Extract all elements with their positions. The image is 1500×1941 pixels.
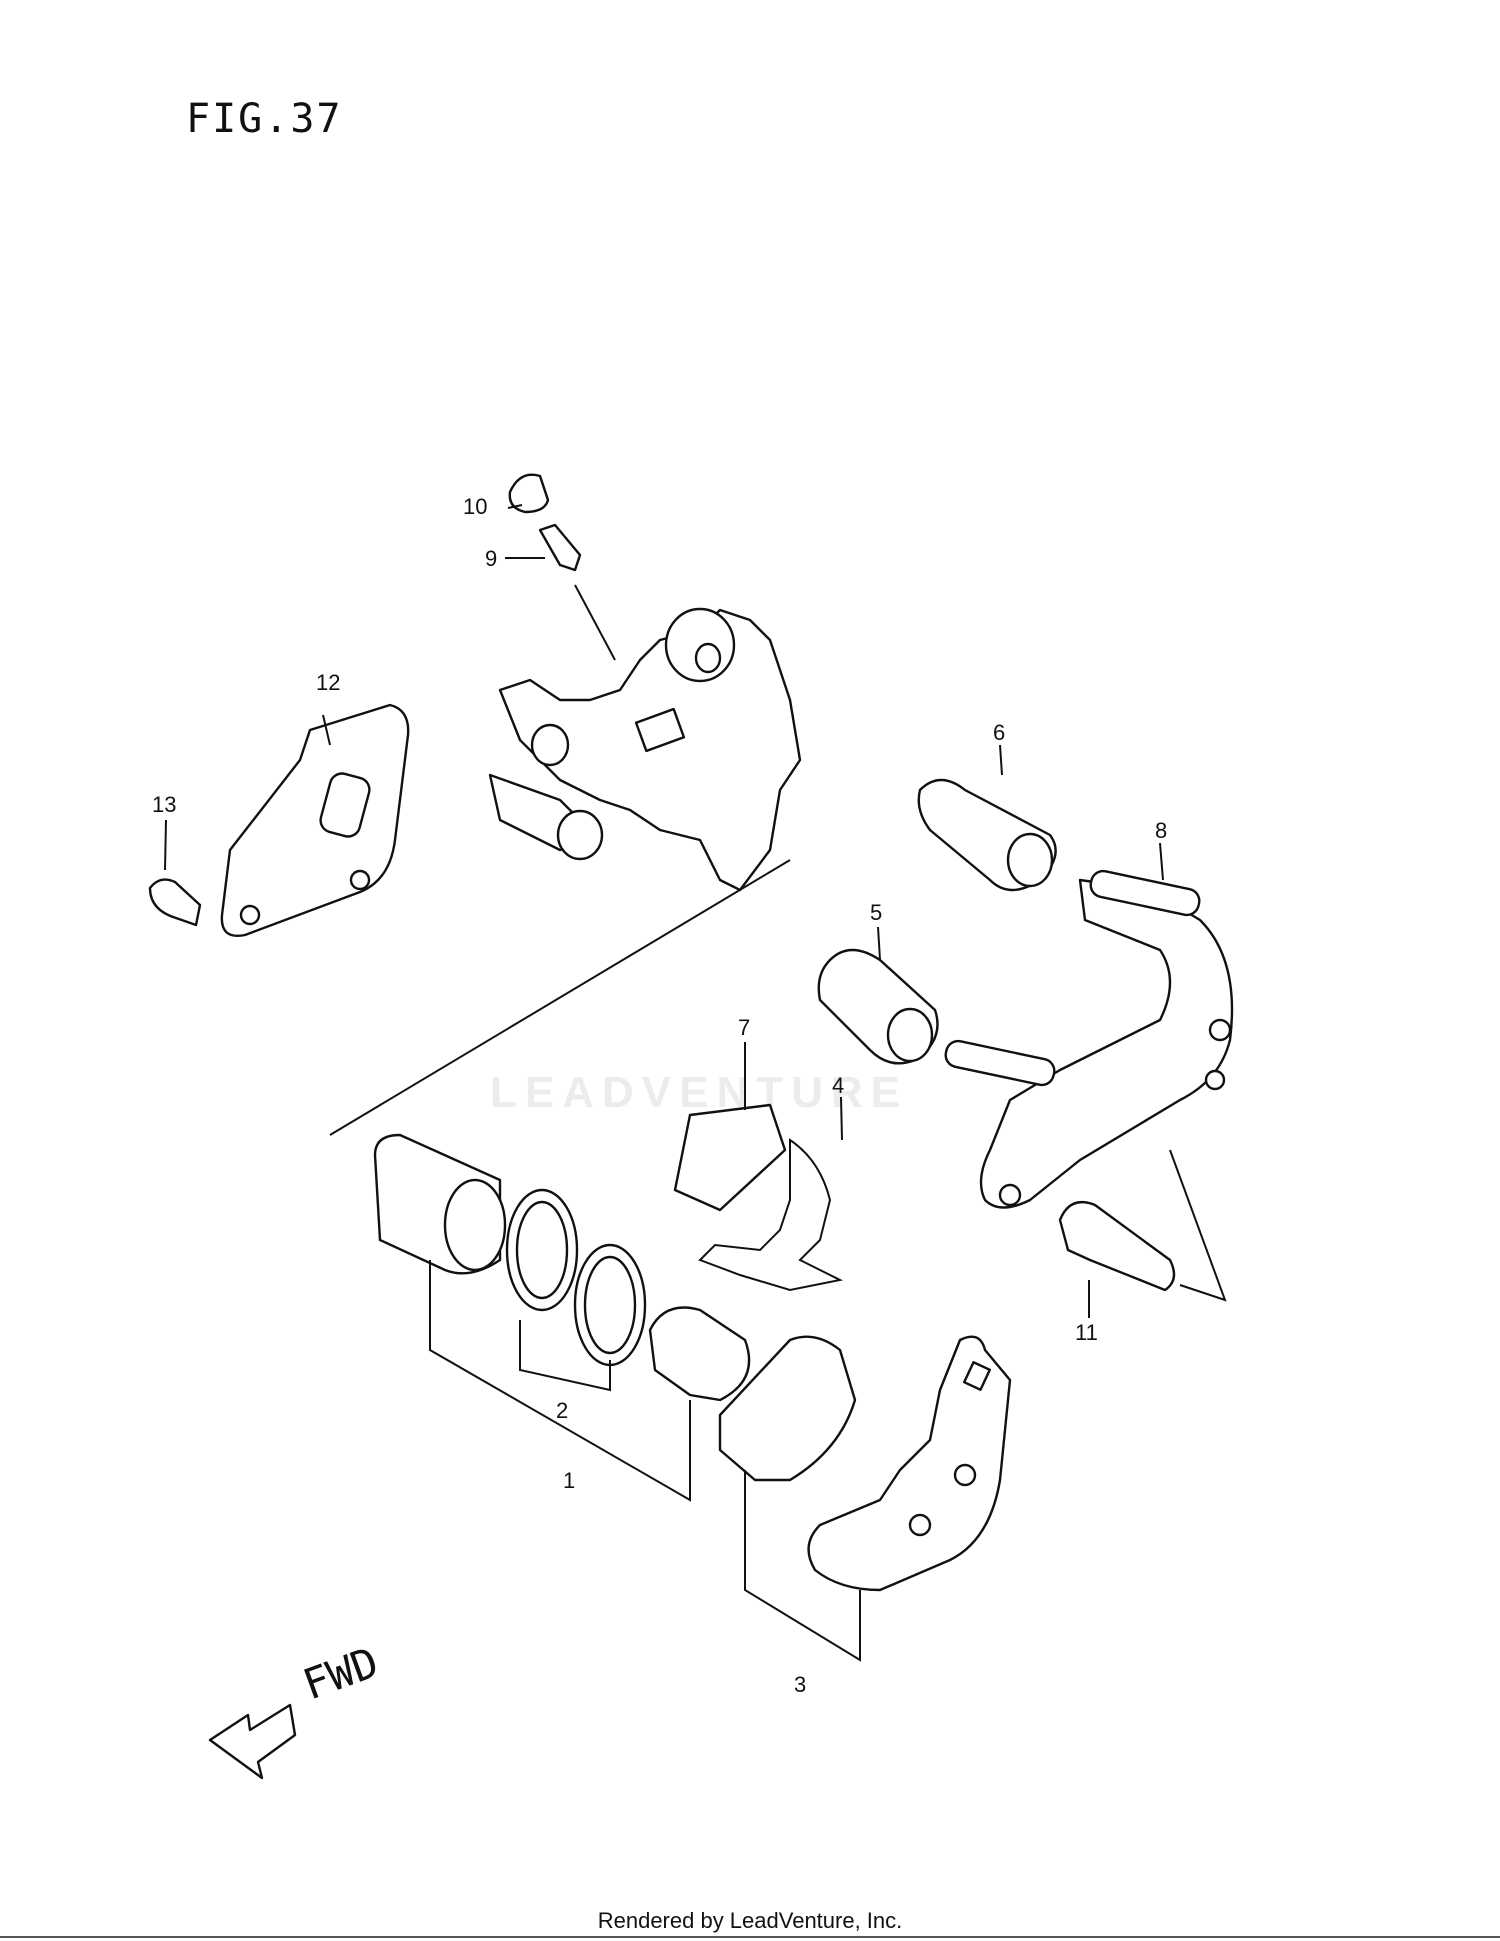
bleeder-valve — [538, 523, 582, 572]
caliper-body — [488, 607, 802, 892]
brake-pad — [718, 1335, 857, 1482]
watermark-text: LEADVENTURE — [490, 1068, 909, 1117]
piston — [373, 1133, 507, 1275]
bleeder-cap — [508, 473, 550, 514]
caliper-bracket — [979, 878, 1234, 1209]
pad-backing-plate — [807, 1335, 1012, 1592]
plate-bolt — [148, 878, 202, 927]
footer-divider — [0, 1936, 1500, 1938]
piston-insulator — [648, 1306, 751, 1402]
figure-title: FIG.37 — [186, 96, 343, 142]
pad-shim — [698, 1138, 844, 1292]
bracket-bolt — [1058, 1200, 1176, 1292]
bracket-plate — [220, 703, 410, 937]
footer-credit: Rendered by LeadVenture, Inc. — [597, 1908, 903, 1933]
pad-spring — [673, 1103, 787, 1212]
forward-arrow-icon — [208, 1703, 297, 1780]
